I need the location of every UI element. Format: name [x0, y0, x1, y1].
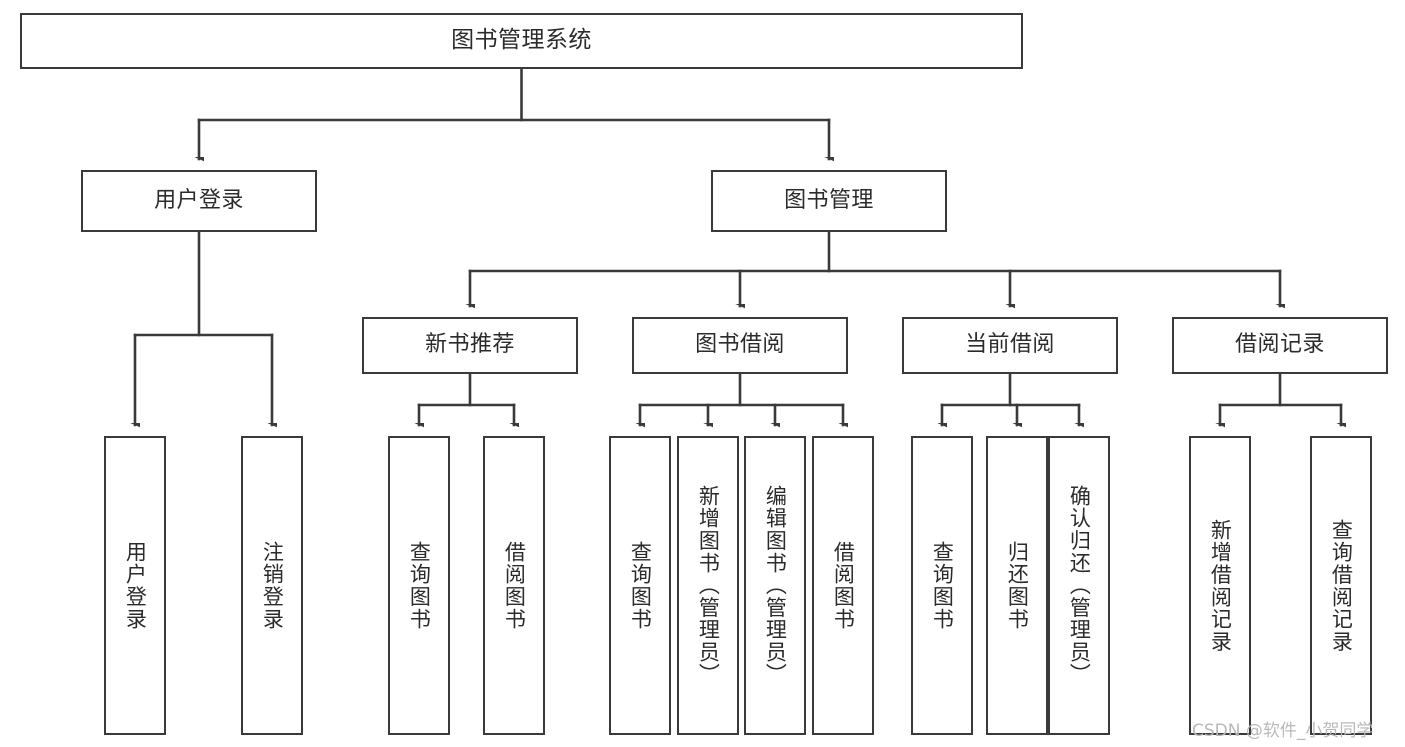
node-label-leaf-confirm-return: 确认归还（管理员）: [1067, 485, 1092, 686]
node-borrow-record[interactable]: 借阅记录: [1172, 317, 1388, 374]
node-leaf-borrow-book-rec[interactable]: 借阅图书: [483, 436, 545, 735]
node-leaf-query-book-borrow[interactable]: 查询图书: [609, 436, 671, 735]
node-leaf-confirm-return[interactable]: 确认归还（管理员）: [1048, 436, 1110, 735]
node-label-leaf-user-logout: 注销登录: [260, 540, 285, 631]
node-label-current-borrow: 当前借阅: [965, 332, 1055, 358]
node-leaf-user-logout[interactable]: 注销登录: [241, 436, 303, 735]
node-book-borrow[interactable]: 图书借阅: [632, 317, 848, 374]
node-leaf-add-record[interactable]: 新增借阅记录: [1189, 436, 1251, 735]
node-label-leaf-query-record: 查询借阅记录: [1329, 518, 1354, 653]
node-label-leaf-query-book-rec: 查询图书: [407, 540, 432, 631]
node-current-borrow[interactable]: 当前借阅: [902, 317, 1118, 374]
node-leaf-edit-book[interactable]: 编辑图书（管理员）: [744, 436, 806, 735]
node-label-root: 图书管理系统: [451, 27, 592, 54]
node-label-user-login: 用户登录: [154, 187, 244, 213]
node-leaf-return-book[interactable]: 归还图书: [986, 436, 1048, 735]
node-label-leaf-borrow-book: 借阅图书: [831, 540, 856, 631]
node-leaf-add-book[interactable]: 新增图书（管理员）: [677, 436, 739, 735]
node-root[interactable]: 图书管理系统: [20, 13, 1023, 69]
node-label-new-book-rec: 新书推荐: [425, 332, 515, 358]
node-label-leaf-query-book-cur: 查询图书: [930, 540, 955, 631]
node-leaf-borrow-book[interactable]: 借阅图书: [812, 436, 874, 735]
node-leaf-query-book-cur[interactable]: 查询图书: [911, 436, 973, 735]
node-leaf-query-record[interactable]: 查询借阅记录: [1310, 436, 1372, 735]
node-label-leaf-query-book-borrow: 查询图书: [628, 540, 653, 631]
node-label-leaf-user-login: 用户登录: [123, 540, 148, 631]
node-label-borrow-record: 借阅记录: [1235, 332, 1325, 358]
node-book-manage[interactable]: 图书管理: [711, 170, 947, 232]
node-label-book-borrow: 图书借阅: [695, 332, 785, 358]
node-leaf-query-book-rec[interactable]: 查询图书: [388, 436, 450, 735]
node-label-leaf-add-record: 新增借阅记录: [1208, 518, 1233, 653]
node-label-leaf-return-book: 归还图书: [1005, 540, 1030, 631]
node-leaf-user-login[interactable]: 用户登录: [104, 436, 166, 735]
node-label-leaf-edit-book: 编辑图书（管理员）: [763, 485, 788, 686]
node-label-leaf-add-book: 新增图书（管理员）: [696, 485, 721, 686]
node-label-leaf-borrow-book-rec: 借阅图书: [502, 540, 527, 631]
node-new-book-rec[interactable]: 新书推荐: [362, 317, 578, 374]
csdn-watermark: CSDN @软件_小贺同学: [1192, 721, 1374, 741]
node-label-book-manage: 图书管理: [784, 187, 874, 213]
node-user-login[interactable]: 用户登录: [81, 170, 317, 232]
